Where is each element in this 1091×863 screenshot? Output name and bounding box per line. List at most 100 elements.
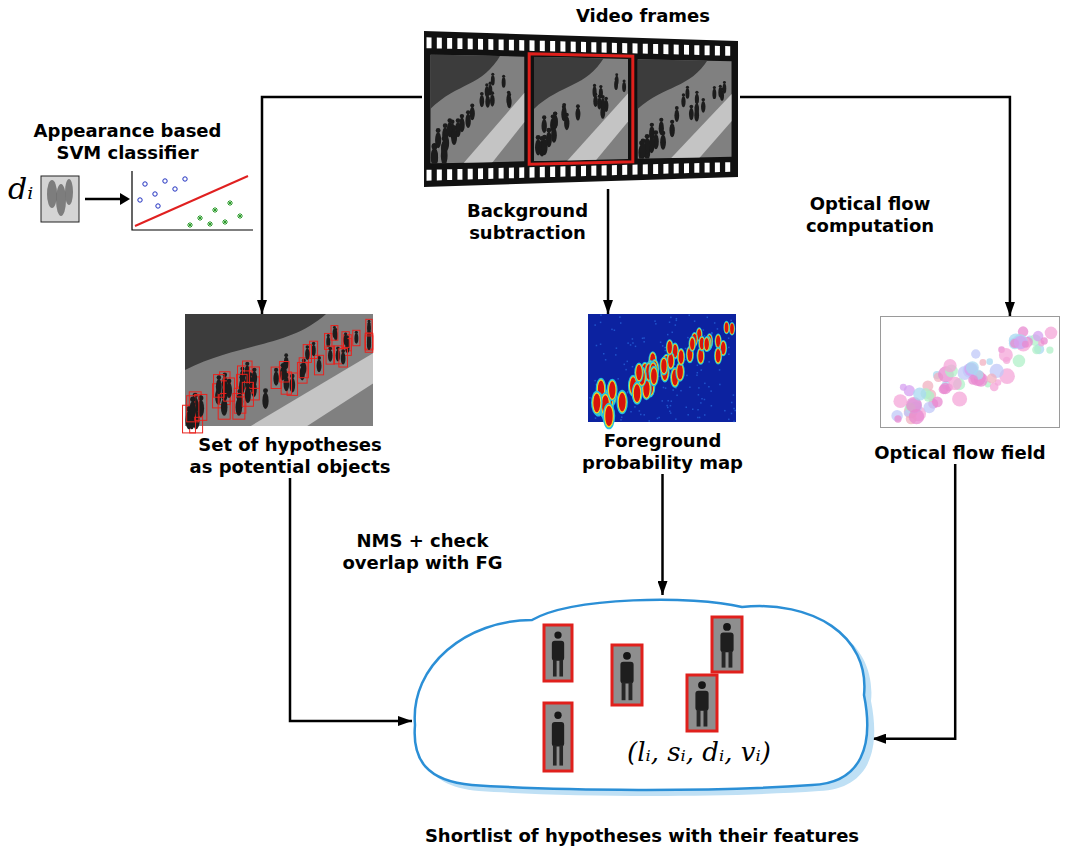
fg-mid [592,392,601,413]
pedestrian-head [723,81,726,84]
sprocket-hole [478,168,483,179]
flow-blob [943,359,956,372]
pedestrian-head [542,135,547,140]
pedestrian [336,349,341,361]
sprocket-hole [468,39,473,50]
noise [731,402,733,404]
flow-blob [939,384,949,394]
sprocket-hole [612,165,617,175]
pedestrian [480,95,485,107]
label-anchor: dᵢ [8,172,33,205]
pedestrian-head [252,368,256,372]
pedestrian-head [227,379,232,384]
sprocket-hole [674,45,679,55]
thumb-body [552,722,564,746]
pedestrian-head [649,134,654,139]
fg-mid [618,391,627,412]
fg-halo [616,390,627,415]
sprocket-hole [632,43,637,53]
noise [627,361,629,363]
pedestrian-head [460,114,464,118]
flow-arrow [740,97,1010,316]
sprocket-hole [457,38,462,49]
trees [534,57,605,109]
sprocket-hole [550,41,555,51]
flow-blob [1032,345,1041,354]
patch-figure [56,184,66,216]
fg-core [677,364,683,379]
fg-halo [723,321,729,334]
fg-mid [724,322,729,334]
pedestrian [367,339,371,350]
sprocket-hole [519,40,524,51]
noise [617,378,619,380]
sprocket-hole [663,44,668,54]
sprocket-hole [519,167,524,178]
pedestrian-head [328,347,332,351]
fg-mid [715,348,721,363]
sprocket-hole [488,39,493,50]
noise [621,416,623,418]
positive-sample [183,177,187,181]
pedestrian [660,134,666,149]
thumb-leg [622,682,626,700]
noise [624,364,626,366]
pedestrian [344,335,348,345]
fg-illustration [588,314,736,422]
noise [670,317,672,319]
thumb-body [552,641,564,661]
noise [616,347,618,349]
label-anchor: Background subtraction [455,200,600,244]
patch [41,176,79,222]
fg-core [668,354,673,368]
pedestrian-thumbnail [687,675,717,731]
pedestrian-head [689,105,693,109]
pedestrian [282,366,287,380]
noise [703,329,705,331]
noise [699,417,701,419]
pedestrian-head [507,91,511,95]
flow-blob [980,359,987,366]
pedestrian [701,101,705,113]
pedestrian-head [327,334,330,337]
pedestrian [597,97,602,109]
pedestrian [542,119,547,133]
thumb-leg [697,710,701,727]
noise [707,317,709,319]
negative-sample [222,219,228,225]
noise [611,329,613,331]
sprocket-hole [674,164,679,174]
noise [600,343,602,345]
pedestrian [490,94,495,106]
scene-ground [185,314,373,426]
hypothesis-box [365,336,373,352]
noise [661,400,663,402]
hypothesis-box [353,330,360,345]
fg-halo [729,322,735,336]
noise [734,410,736,412]
thumb-head [723,623,731,631]
noise [696,374,698,376]
sprocket-hole [560,41,565,51]
pedestrian [695,93,699,104]
thumb-ground [544,703,572,771]
hypothesis-box [342,332,349,348]
hypothesis-box [214,375,225,398]
sprocket-hole [447,38,452,49]
pedestrian-head [312,342,315,345]
flow-blob [1046,346,1053,353]
fg-mid [660,358,667,375]
sprocket-hole [684,45,689,55]
noise [648,420,650,422]
thumb-leg [553,745,557,765]
pedestrian-head [675,106,679,110]
illustration-part [430,55,524,167]
noise [697,417,699,419]
noise [670,412,672,414]
negative-sample [207,221,213,227]
pedestrian-head [341,349,345,353]
sprocket-hole [509,168,514,179]
cloud-caption: Shortlist of hypotheses with their featu… [372,825,912,847]
pedestrian-thumbnail [612,645,642,705]
noise [698,387,700,389]
